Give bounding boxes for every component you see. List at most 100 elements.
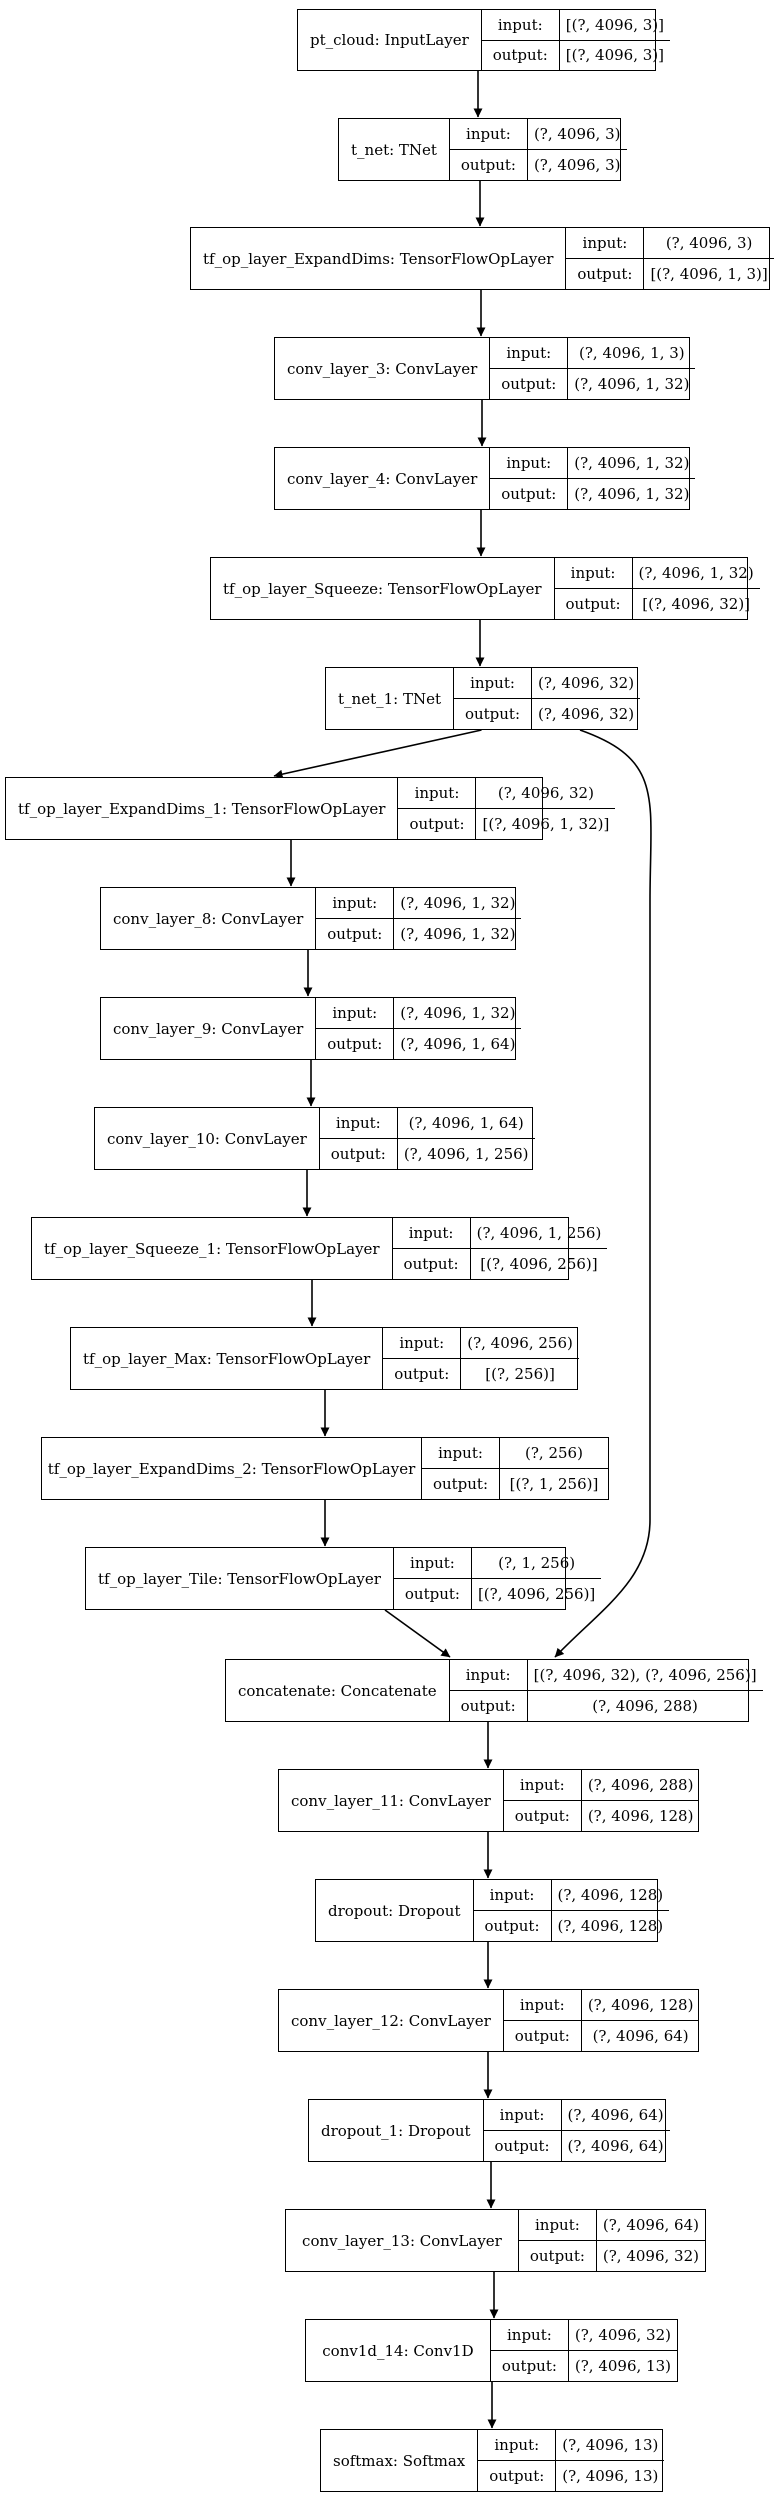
input-label: input: xyxy=(316,998,395,1028)
io-table: input:(?, 4096, 1, 64)output:(?, 4096, 1… xyxy=(319,1108,535,1169)
layer-name: dropout_1: Dropout xyxy=(309,2100,484,2161)
output-label: output: xyxy=(394,1579,472,1609)
input-row: input: (?, 4096, 13) xyxy=(478,2430,664,2460)
io-table: input:(?, 4096, 32)output:(?, 4096, 13) xyxy=(490,2320,677,2381)
output-shape: [(?, 4096, 1, 32)] xyxy=(482,815,610,833)
output-shape: [(?, 1, 256)] xyxy=(509,1475,599,1493)
output-label: output: xyxy=(519,2241,597,2271)
edge-arrow xyxy=(273,729,482,779)
input-label: input: xyxy=(398,778,477,808)
input-shape: (?, 4096, 256) xyxy=(467,1334,573,1352)
input-row: input:(?, 4096, 32) xyxy=(491,2320,677,2350)
layer-name: conv_layer_11: ConvLayer xyxy=(279,1770,504,1831)
layer-name: conv_layer_13: ConvLayer xyxy=(286,2210,519,2271)
output-label: output: xyxy=(450,150,528,180)
input-label: input: xyxy=(490,448,569,478)
layer-name: conv_layer_9: ConvLayer xyxy=(101,998,317,1059)
layer-name: concatenate: Concatenate xyxy=(226,1660,450,1721)
input-label: input: xyxy=(490,338,569,368)
output-shape: [(?, 4096, 256)] xyxy=(477,1585,596,1603)
io-table: input:(?, 256)output:[(?, 1, 256)] xyxy=(422,1438,608,1499)
layer-node-tf-op-layer-expanddims: tf_op_layer_ExpandDims: TensorFlowOpLaye… xyxy=(190,227,774,290)
io-table: input:(?, 4096, 3)output:(?, 4096, 3) xyxy=(449,119,627,180)
output-row: output:(?, 4096, 3) xyxy=(449,149,627,180)
layer-name: t_net_1: TNet xyxy=(326,668,454,729)
input-label: input: xyxy=(478,2430,557,2460)
output-shape: [(?, 4096, 3)] xyxy=(565,46,664,65)
input-label: input: xyxy=(504,1770,582,1800)
output-row: output: [(?, 4096, 256)] xyxy=(393,1578,602,1609)
input-shape: (?, 4096, 1, 32) xyxy=(400,1004,516,1022)
io-table: input:(?, 4096, 1, 32)output:[(?, 4096, … xyxy=(554,558,760,619)
input-shape: [(?, 4096, 32), (?, 4096, 256)] xyxy=(533,1666,757,1684)
layer-name: tf_op_layer_ExpandDims: TensorFlowOpLaye… xyxy=(191,228,567,289)
layer-name: tf_op_layer_ExpandDims_2: TensorFlowOpLa… xyxy=(42,1438,422,1499)
layer-node-tf-op-layer-expanddims-1: tf_op_layer_ExpandDims_1: TensorFlowOpLa… xyxy=(5,777,616,840)
layer-node-tf-op-layer-expanddims-2: tf_op_layer_ExpandDims_2: TensorFlowOpLa… xyxy=(41,1437,609,1500)
output-row: output: [(?, 1, 256)] xyxy=(422,1468,608,1499)
layer-name: tf_op_layer_Tile: TensorFlowOpLayer xyxy=(86,1548,394,1609)
output-shape: (?, 4096, 64) xyxy=(592,2027,689,2045)
layer-name: tf_op_layer_Squeeze_1: TensorFlowOpLayer xyxy=(32,1218,393,1279)
output-shape: [(?, 4096, 256)] xyxy=(480,1255,598,1273)
input-shape: (?, 4096, 288) xyxy=(587,1776,694,1794)
io-table: input:(?, 4096, 1, 256)output:[(?, 4096,… xyxy=(392,1218,608,1279)
input-shape: (?, 4096, 3) xyxy=(665,234,753,252)
io-table: input:[(?, 4096, 3)]output: [(?, 4096, 3)… xyxy=(481,10,670,70)
input-label: input: xyxy=(484,2100,562,2130)
layer-name: conv_layer_10: ConvLayer xyxy=(95,1108,320,1169)
input-row: input:(?, 4096, 64) xyxy=(484,2100,670,2130)
input-row: input:(?, 4096, 3) xyxy=(450,119,627,149)
output-label: output: xyxy=(490,479,569,509)
output-label: output: xyxy=(555,589,633,619)
io-table: input:(?, 4096, 1, 32)output:(?, 4096, 1… xyxy=(316,888,522,949)
layer-name: conv_layer_8: ConvLayer xyxy=(101,888,317,949)
io-table: input:(?, 4096, 32)output:(?, 4096, 32) xyxy=(454,668,641,729)
layer-name: conv_layer_4: ConvLayer xyxy=(275,448,491,509)
output-shape: [(?, 256)] xyxy=(485,1365,555,1383)
layer-name: pt_cloud: InputLayer xyxy=(298,10,482,70)
io-table: input: (?, 4096, 13)output: (?, 4096, 13) xyxy=(478,2430,665,2491)
output-row: output:(?, 4096, 128) xyxy=(473,1910,670,1941)
input-shape: (?, 4096, 32) xyxy=(538,674,635,692)
output-row: output:(?, 4096, 13) xyxy=(490,2350,677,2381)
io-table: input:(?, 4096, 1, 32)output:(?, 4096, 1… xyxy=(490,448,696,509)
output-label: output: xyxy=(482,40,560,70)
input-label: input: xyxy=(519,2210,597,2240)
io-table: input: (?, 4096, 3) output:[(?, 4096, 1, 3… xyxy=(566,228,774,289)
input-shape: (?, 4096, 1, 32) xyxy=(574,454,690,472)
input-row: input: (?, 4096, 256) xyxy=(383,1328,579,1358)
io-table: input:(?, 4096, 256)output:[(?, 256)] xyxy=(383,1328,579,1389)
io-table: input:(?, 1, 256)output:[(?, 4096, 256)] xyxy=(393,1548,602,1609)
output-label: output: xyxy=(484,2131,562,2161)
output-shape: (?, 4096, 128) xyxy=(587,1807,694,1825)
input-label: input: xyxy=(555,558,633,588)
input-label: input: xyxy=(383,1328,462,1358)
input-shape: (?, 4096, 13) xyxy=(562,2436,659,2454)
output-row: output:[(?, 4096, 1, 3)] xyxy=(566,258,774,289)
output-label: output: xyxy=(478,2461,557,2491)
io-table: input:(?, 4096, 128)output:(?, 4096, 64) xyxy=(503,1990,700,2051)
io-table: input: (?, 4096, 288) output: (?, 4096, 128… xyxy=(503,1770,700,1831)
output-label: output: xyxy=(504,1801,582,1831)
output-shape: (?, 4096, 13) xyxy=(574,2357,671,2375)
layer-name: conv1d_14: Conv1D xyxy=(306,2320,491,2381)
output-label: output: xyxy=(422,1469,500,1499)
output-row: output:(?, 4096, 1, 256) xyxy=(319,1138,535,1169)
input-row: input:(?, 4096, 1, 3) xyxy=(490,338,695,368)
input-row: input:[(?, 4096, 3)] xyxy=(482,10,670,40)
output-shape: (?, 4096, 32) xyxy=(602,2247,699,2265)
input-label: input: xyxy=(566,228,645,258)
output-shape: (?, 4096, 128) xyxy=(557,1917,664,1935)
output-shape: (?, 4096, 288) xyxy=(592,1697,698,1715)
layer-name: t_net: TNet xyxy=(339,119,450,180)
